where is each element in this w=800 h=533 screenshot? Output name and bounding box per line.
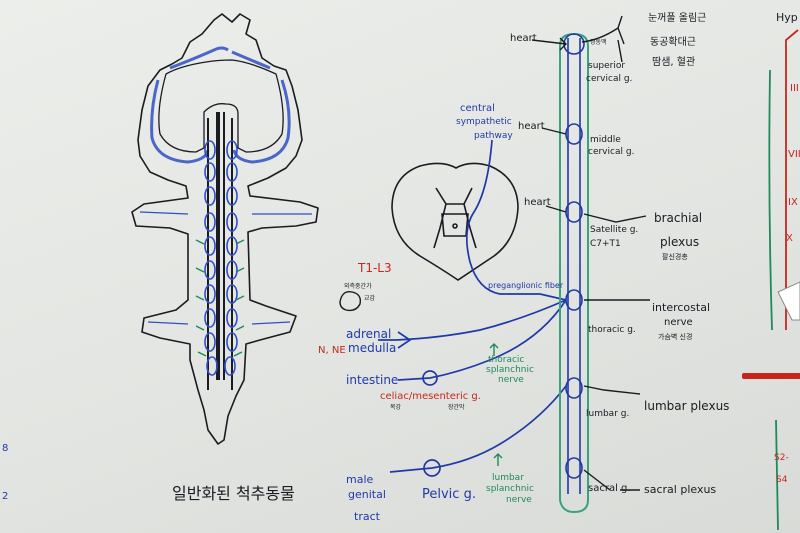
superior-label-2: cervical g. — [586, 74, 633, 84]
intercostal-label-2: nerve — [664, 317, 693, 328]
left-margin-mark-2: 2 — [2, 491, 9, 502]
middle-label-1: middle — [590, 135, 621, 145]
roman-ix: IX — [788, 197, 798, 208]
adrenal-label-2: medulla — [348, 341, 397, 355]
stellate-label-1: Satellite g. — [590, 225, 639, 235]
heart-label-3: heart — [524, 197, 551, 208]
intestine-label: intestine — [346, 373, 399, 387]
vertebrate-outline — [131, 13, 319, 445]
sympathetic-chain — [559, 32, 589, 514]
lumbar-splanchnic-2: splanchnic — [486, 484, 534, 494]
thoracic-splanchnic-2: splanchnic — [486, 365, 534, 375]
thoracic-splanchnic-1: thoracic — [488, 355, 525, 365]
head-effect-2: 동공확대근 — [650, 37, 696, 48]
left-margin-mark-1: 8 — [2, 443, 9, 454]
chain-branches — [531, 15, 650, 491]
head-effect-1: 눈꺼풀 올림근 — [648, 13, 707, 24]
roman-iii: III — [790, 83, 799, 94]
lumbar-ganglion-label: lumbar g. — [586, 409, 630, 419]
heart-label-2: heart — [518, 121, 545, 132]
preganglionic-blue — [378, 139, 567, 477]
roman-x: X — [786, 233, 793, 244]
celiac-label: celiac/mesenteric g. — [380, 391, 481, 402]
limb-nerves — [139, 211, 312, 325]
brachial-label-2: plexus — [660, 235, 700, 249]
sacral-plexus-label: sacral plexus — [644, 483, 717, 496]
intercostal-label-1: intercostal — [652, 301, 711, 314]
intercostal-note: 가슴벽 신경 — [658, 333, 693, 341]
right-bottom-a: S2- — [774, 453, 789, 463]
thoracic-ganglion-label: thoracic g. — [588, 325, 636, 335]
male-genital-2: genital — [348, 488, 386, 501]
eraser — [777, 281, 800, 321]
adrenal-label-1: adrenal — [346, 327, 392, 341]
nucleus-note-2: 교감 — [364, 295, 376, 302]
lumbar-splanchnic-3: nerve — [506, 495, 532, 505]
vertebrae-blue — [204, 140, 238, 376]
nucleus-note-1: 외측중간가 — [344, 283, 372, 290]
superior-note: 경동맥 — [590, 39, 607, 46]
brachial-note: 팔신경총 — [662, 253, 688, 261]
celiac-note-b: 장간막 — [448, 404, 465, 411]
pelvic-label: Pelvic g. — [422, 487, 476, 502]
nerve-ticks-green — [195, 239, 245, 357]
superior-label-1: superior — [588, 61, 626, 71]
right-bottom-b: S4 — [776, 475, 788, 485]
adrenal-note: N, NE — [318, 345, 346, 356]
vertebrate-caption: 일반화된 척추동물 — [172, 484, 295, 503]
right-panel-lines — [768, 29, 799, 531]
central-pathway-2: sympathetic — [456, 117, 512, 127]
male-genital-1: male — [346, 473, 374, 486]
central-pathway-1: central — [460, 103, 495, 114]
roman-vii: VII — [788, 149, 800, 160]
cord-cross-section — [391, 162, 519, 281]
male-genital-3: tract — [354, 510, 380, 523]
marker-pen-icon — [742, 373, 800, 379]
lumbar-plexus-label: lumbar plexus — [644, 399, 730, 413]
thoracic-splanchnic-3: nerve — [498, 375, 524, 385]
chain-ganglia — [563, 33, 585, 494]
head-effect-3: 땀샘, 혈관 — [652, 57, 696, 68]
segment-label: T1-L3 — [358, 261, 392, 275]
head-inner-outline — [158, 59, 284, 153]
middle-label-2: cervical g. — [588, 147, 635, 157]
brachial-label-1: brachial — [654, 211, 703, 225]
small-nucleus — [339, 291, 362, 312]
head-vessels — [150, 46, 291, 164]
preganglionic-fiber-label: preganglionic fiber — [488, 281, 564, 290]
marker-red — [742, 373, 800, 379]
stellate-label-2: C7+T1 — [590, 239, 621, 249]
central-pathway-3: pathway — [474, 131, 513, 141]
heart-label-1: heart — [510, 33, 537, 44]
celiac-note-a: 복강 — [390, 404, 402, 411]
sacral-ganglion-label: sacral g. — [588, 483, 631, 494]
right-panel-title: Hyp — [776, 11, 798, 24]
lumbar-splanchnic-1: lumbar — [492, 473, 524, 483]
splanchnic-arrows — [489, 343, 503, 466]
